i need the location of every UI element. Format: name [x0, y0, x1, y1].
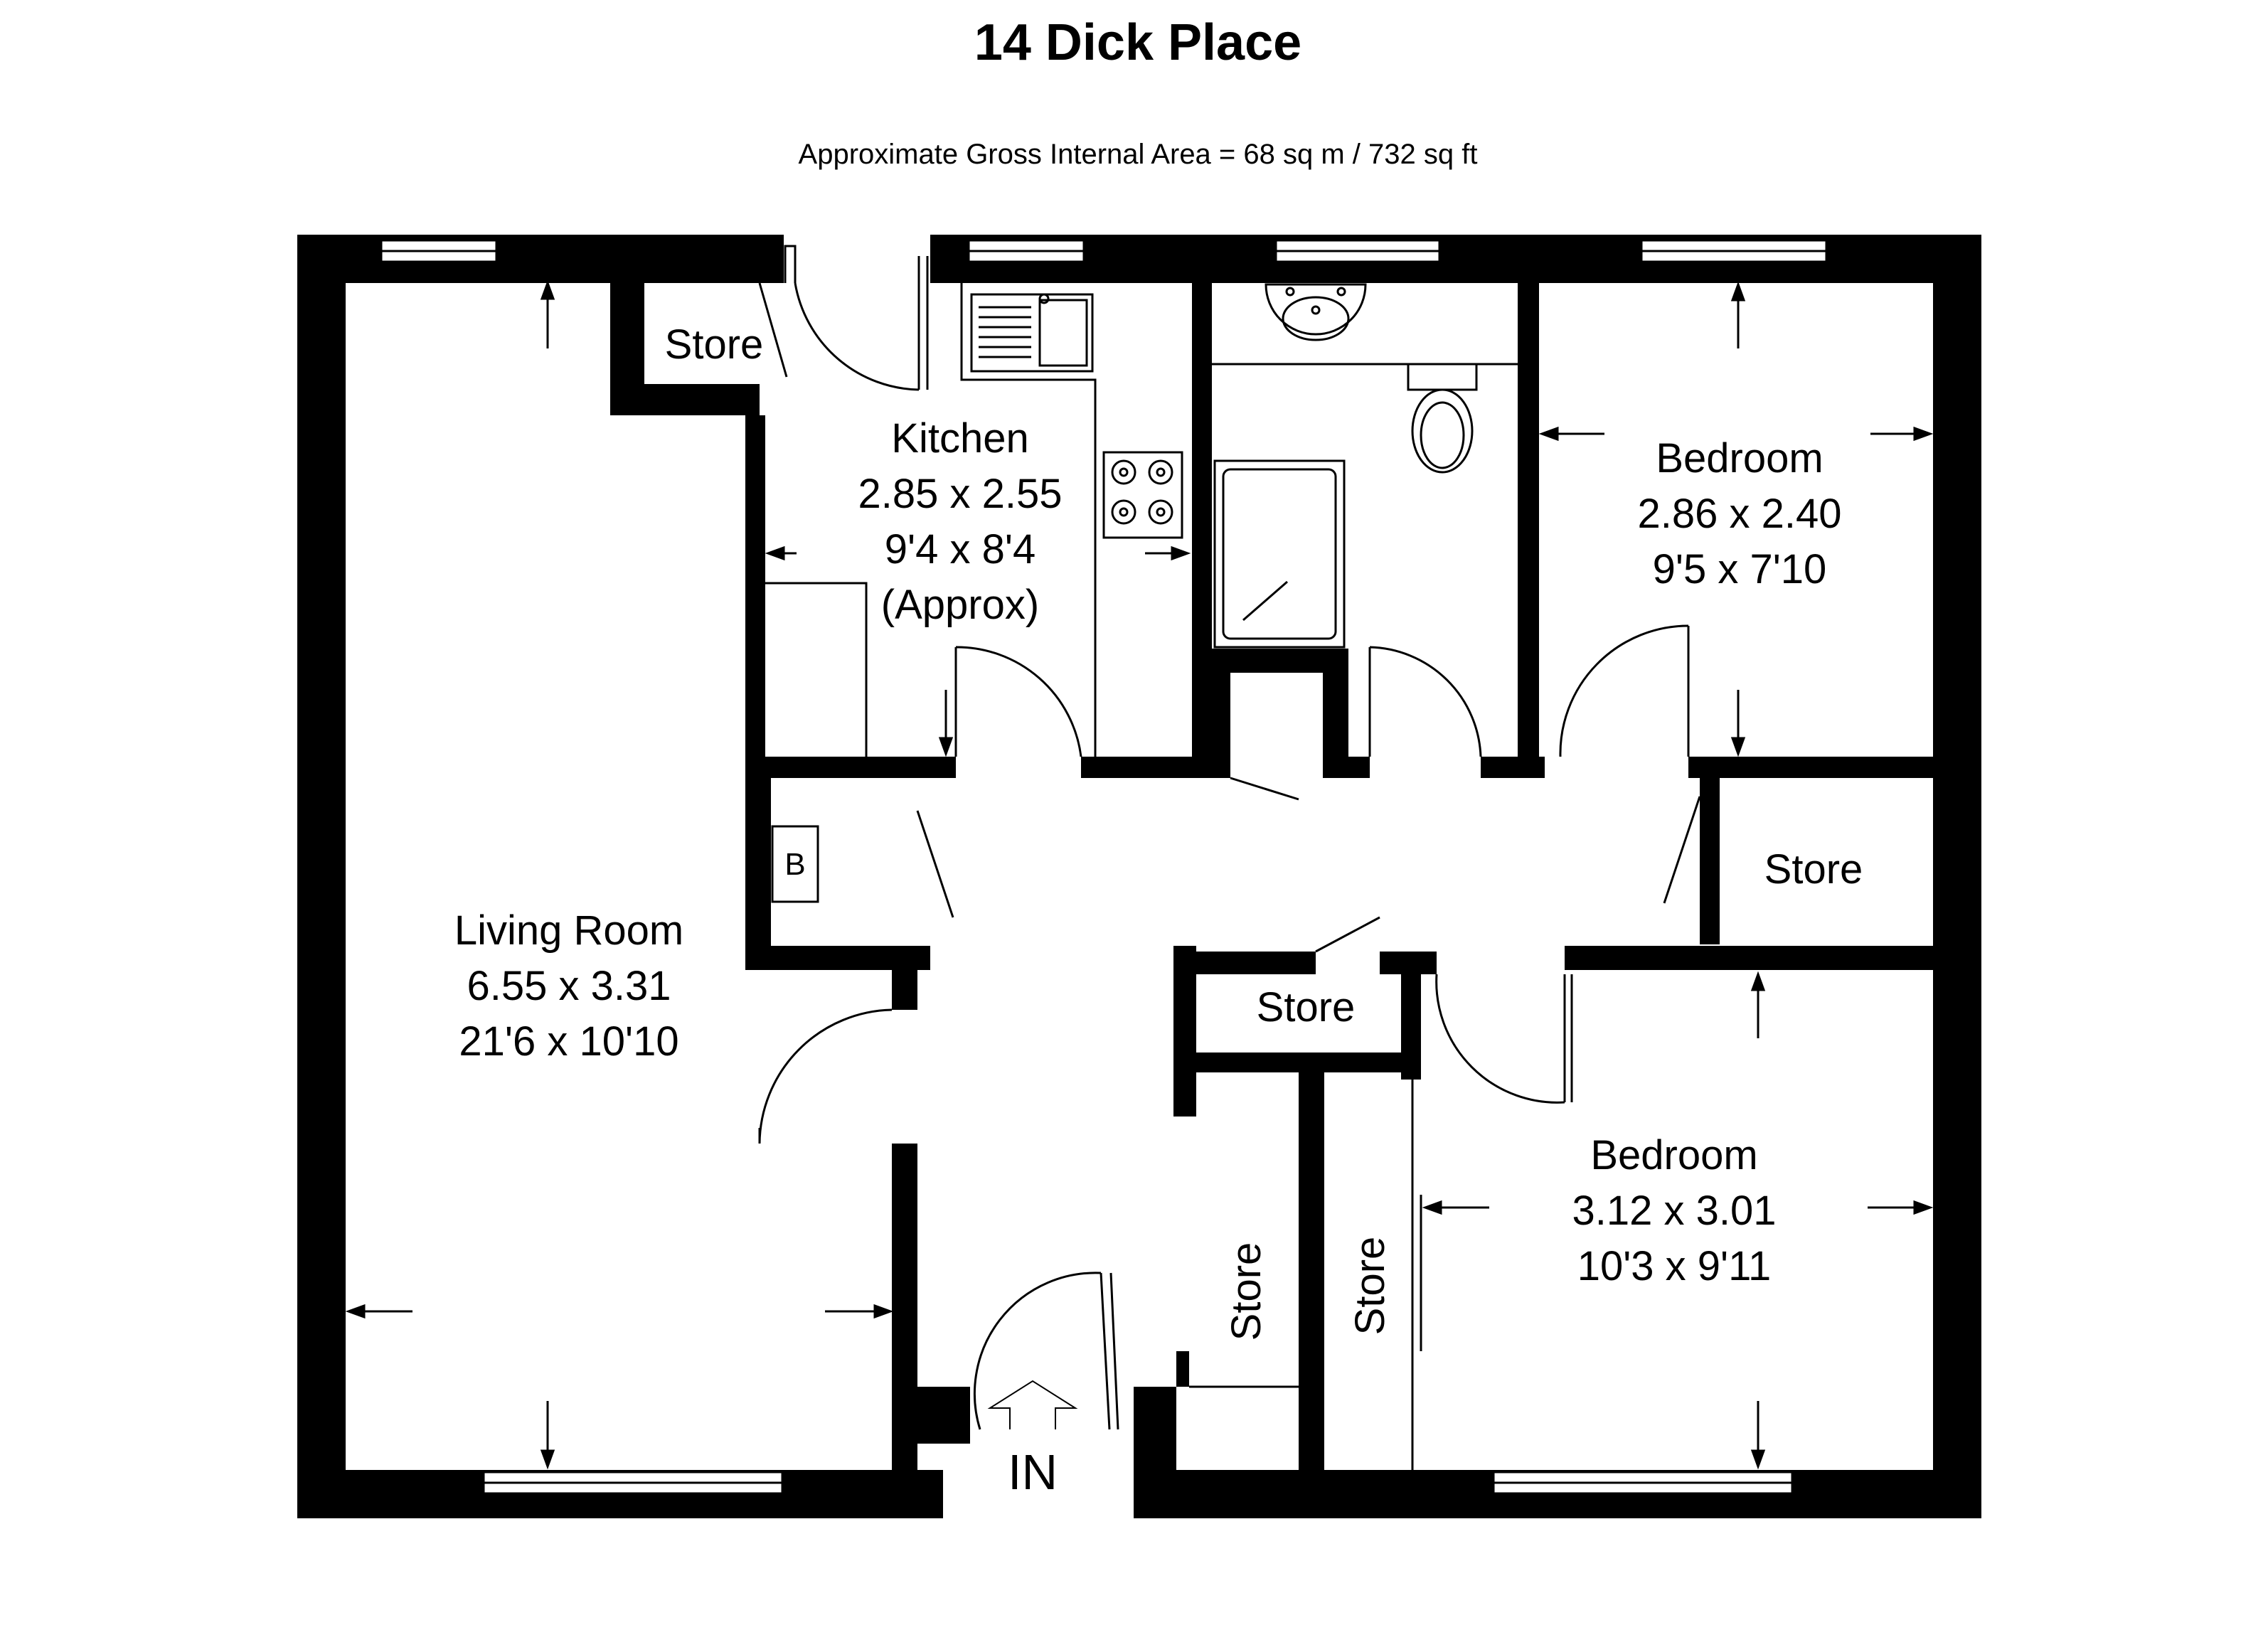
entrance-arrow-icon	[987, 1380, 1078, 1429]
bedroom2-name: Bedroom	[1590, 1132, 1757, 1178]
store-middle-label: Store	[1257, 984, 1356, 1030]
kitchen-imperial: 9'4 x 8'4	[885, 526, 1035, 572]
bedroom1-metric: 2.86 x 2.40	[1638, 491, 1842, 537]
plan-title: 14 Dick Place	[974, 14, 1301, 71]
living-room-metric: 6.55 x 3.31	[467, 963, 671, 1009]
bedroom1-imperial: 9'5 x 7'10	[1653, 546, 1827, 592]
boiler-label: B	[784, 847, 805, 882]
dimension-arrows	[345, 279, 1934, 1470]
kitchen-name: Kitchen	[891, 415, 1028, 462]
store-hall-label: Store	[1223, 1242, 1269, 1341]
openings	[784, 235, 1134, 1518]
living-room-imperial: 21'6 x 10'10	[459, 1018, 678, 1065]
kitchen-note: (Approx)	[881, 582, 1039, 628]
bedroom2-metric: 3.12 x 3.01	[1572, 1188, 1777, 1234]
store-right-label: Store	[1764, 846, 1863, 892]
living-room-name: Living Room	[454, 907, 683, 954]
doors	[758, 245, 1701, 1470]
windows	[380, 239, 1828, 1495]
entrance-label: IN	[1008, 1444, 1058, 1500]
area-subtitle: Approximate Gross Internal Area = 68 sq …	[799, 139, 1478, 170]
walls	[297, 235, 1981, 1518]
bedroom1-name: Bedroom	[1656, 435, 1823, 481]
bedroom2-imperial: 10'3 x 9'11	[1577, 1243, 1772, 1289]
store-top-left-label: Store	[665, 321, 764, 368]
store-bedroom-label: Store	[1347, 1237, 1393, 1336]
boiler-box	[771, 825, 819, 903]
fixtures	[765, 283, 1518, 757]
kitchen-metric: 2.85 x 2.55	[858, 471, 1063, 517]
